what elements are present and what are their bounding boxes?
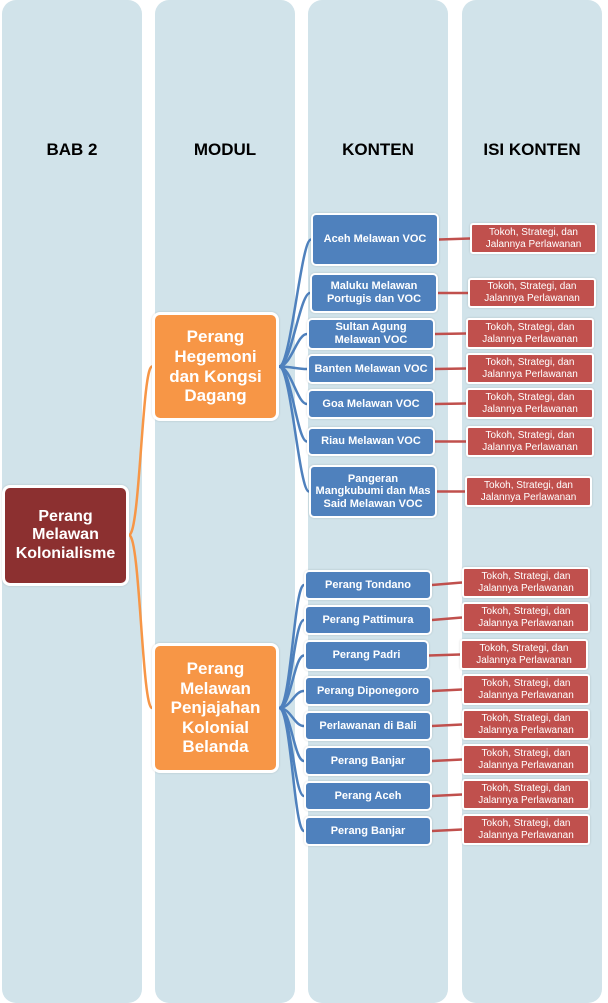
content-node: Banten Melawan VOC xyxy=(307,354,435,384)
isi-konten-node: Tokoh, Strategi, dan Jalannya Perlawanan xyxy=(470,223,597,254)
module-content-link xyxy=(277,238,313,368)
isi-konten-node: Tokoh, Strategi, dan Jalannya Perlawanan xyxy=(466,353,594,384)
root-module-link xyxy=(127,533,154,710)
header-konten: KONTEN xyxy=(342,140,414,159)
content-isi-link xyxy=(431,688,463,693)
content-node: Maluku Melawan Portugis dan VOC xyxy=(310,273,438,313)
content-node: Pangeran Mangkubumi dan Mas Said Melawan… xyxy=(309,465,437,518)
isi-konten-node: Tokoh, Strategi, dan Jalannya Perlawanan xyxy=(462,602,590,633)
module-content-link xyxy=(277,365,311,493)
isi-konten-node: Tokoh, Strategi, dan Jalannya Perlawanan xyxy=(462,744,590,775)
content-isi-link xyxy=(431,758,463,763)
module-content-link xyxy=(277,706,306,833)
content-isi-link xyxy=(431,793,463,798)
isi-konten-node: Tokoh, Strategi, dan Jalannya Perlawanan xyxy=(462,814,590,845)
content-node: Perang Tondano xyxy=(304,570,432,600)
column-modul xyxy=(155,0,295,1003)
isi-konten-node: Tokoh, Strategi, dan Jalannya Perlawanan xyxy=(466,388,594,419)
header-modul: MODUL xyxy=(193,140,257,159)
isi-konten-node: Tokoh, Strategi, dan Jalannya Perlawanan xyxy=(460,639,588,670)
content-isi-link xyxy=(431,723,463,728)
isi-konten-node: Tokoh, Strategi, dan Jalannya Perlawanan xyxy=(468,278,596,308)
isi-konten-node: Tokoh, Strategi, dan Jalannya Perlawanan xyxy=(462,567,590,598)
header-bab: BAB 2 xyxy=(46,140,98,159)
content-isi-link xyxy=(434,367,467,371)
content-node: Aceh Melawan VOC xyxy=(311,213,439,266)
module-content-link xyxy=(278,706,306,798)
content-isi-link xyxy=(431,616,463,622)
content-node: Riau Melawan VOC xyxy=(307,427,435,456)
module-content-link xyxy=(278,618,306,710)
isi-konten-node: Tokoh, Strategi, dan Jalannya Perlawanan xyxy=(462,709,590,740)
header-isi-konten: ISI KONTEN xyxy=(483,140,581,159)
content-isi-link xyxy=(434,332,467,336)
content-node: Sultan Agung Melawan VOC xyxy=(307,318,435,350)
module-node: Perang Melawan Penjajahan Kolonial Belan… xyxy=(152,643,279,773)
content-isi-link xyxy=(431,581,463,587)
content-isi-link xyxy=(434,402,467,406)
content-isi-link xyxy=(438,237,471,241)
isi-konten-node: Tokoh, Strategi, dan Jalannya Perlawanan xyxy=(465,476,592,507)
isi-konten-node: Tokoh, Strategi, dan Jalannya Perlawanan xyxy=(462,674,590,705)
module-node: Perang Hegemoni dan Kongsi Dagang xyxy=(152,312,279,421)
isi-konten-node: Tokoh, Strategi, dan Jalannya Perlawanan xyxy=(462,779,590,810)
content-node: Goa Melawan VOC xyxy=(307,389,435,419)
isi-konten-node: Tokoh, Strategi, dan Jalannya Perlawanan xyxy=(466,426,594,457)
root-node: Perang Melawan Kolonialisme xyxy=(2,485,129,586)
isi-konten-node: Tokoh, Strategi, dan Jalannya Perlawanan xyxy=(466,318,594,349)
content-node: Perang Aceh xyxy=(304,781,432,811)
content-node: Perang Banjar xyxy=(304,746,432,776)
content-isi-link xyxy=(431,828,463,833)
content-node: Perang Pattimura xyxy=(304,605,432,635)
module-content-link xyxy=(277,583,306,710)
content-isi-link xyxy=(428,653,461,657)
content-node: Perang Banjar xyxy=(304,816,432,846)
content-node: Perang Diponegoro xyxy=(304,676,432,706)
root-module-link xyxy=(127,365,154,537)
content-node: Perlawanan di Bali xyxy=(304,711,432,741)
module-content-link xyxy=(278,365,308,443)
content-node: Perang Padri xyxy=(304,640,429,671)
